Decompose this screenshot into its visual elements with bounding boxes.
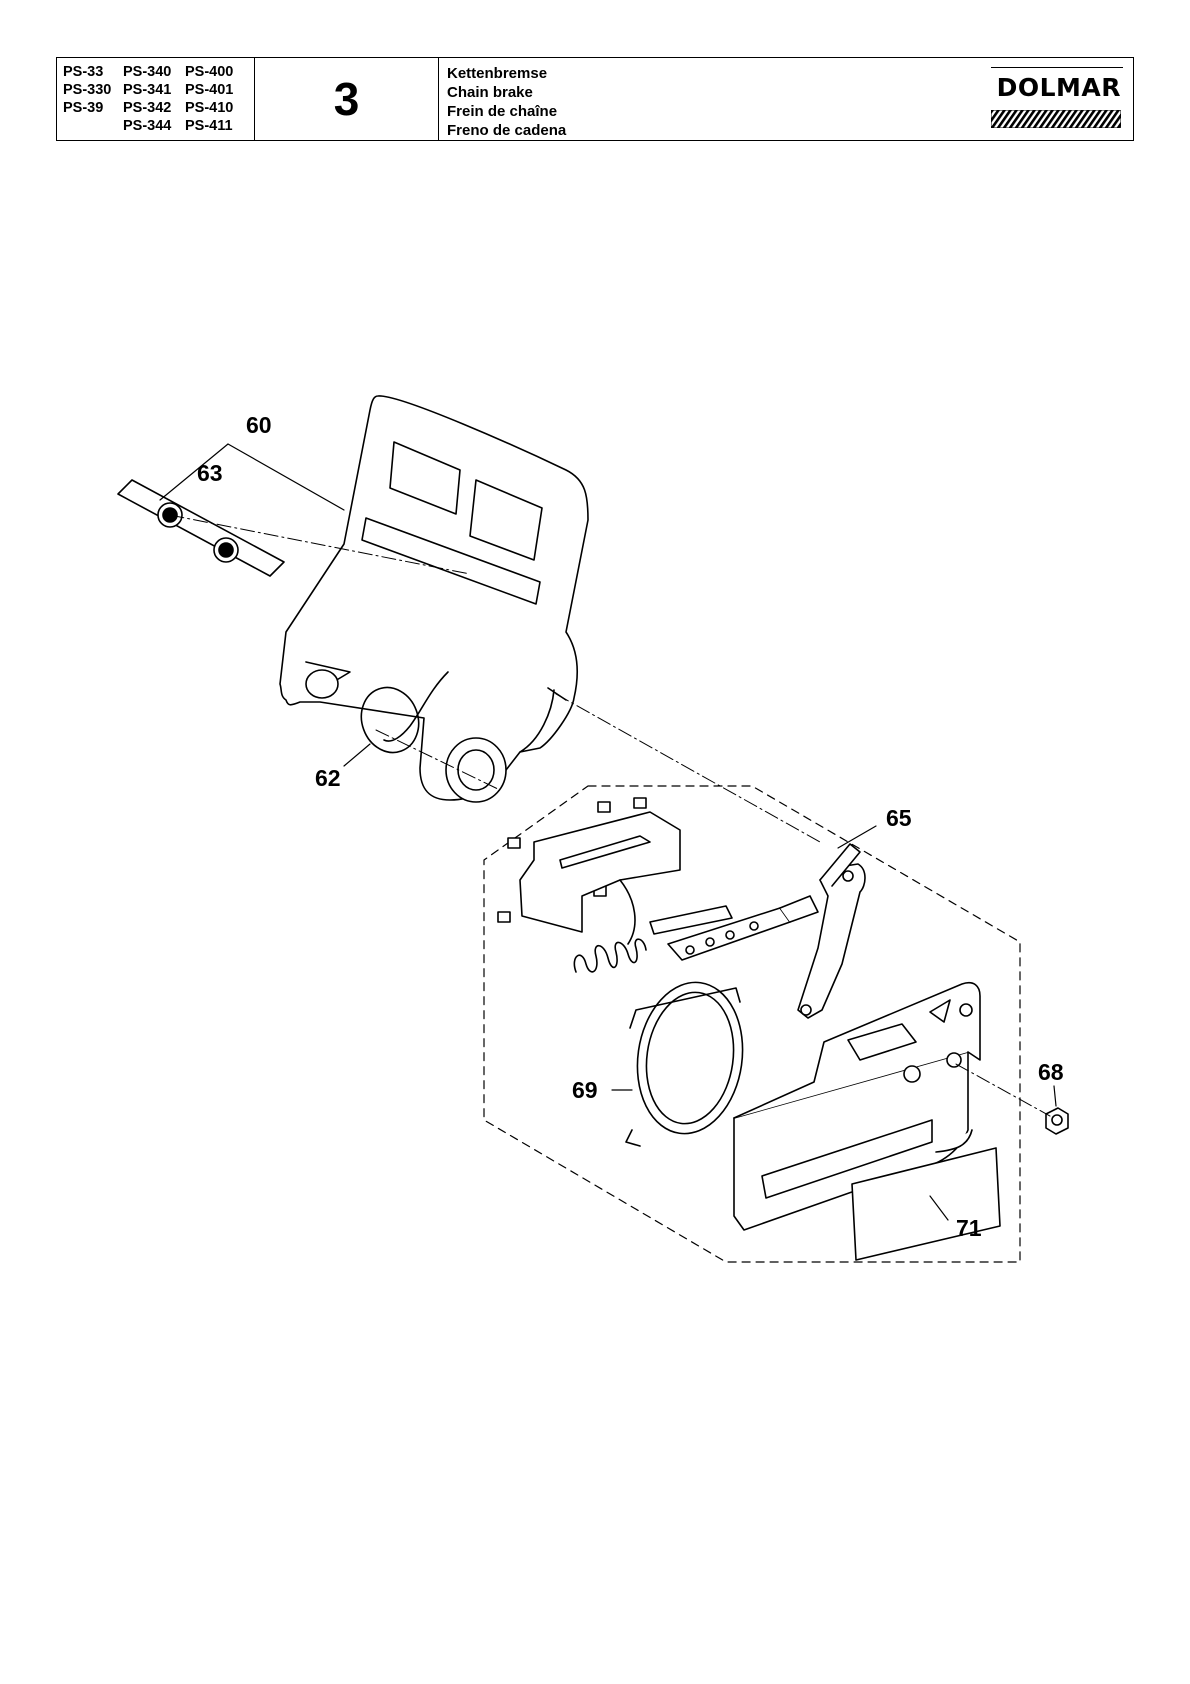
brand-name: DOLMAR <box>996 73 1121 102</box>
model-label: PS-330 <box>63 82 112 98</box>
brake-bracket-part <box>519 811 681 945</box>
spring-part <box>360 671 449 754</box>
title-french: Frein de chaîne <box>447 103 558 120</box>
hand-guard-part <box>279 395 589 803</box>
section-titles: Kettenbremse Chain brake Frein de chaîne… <box>439 58 983 140</box>
leader-lines <box>159 443 1057 1221</box>
brake-link-part <box>667 895 819 961</box>
model-list: PS-33 PS-340 PS-400 PS-330 PS-341 PS-401… <box>57 58 255 140</box>
model-label: PS-400 <box>185 64 234 80</box>
warning-label-part <box>117 479 285 577</box>
rating-plate-part <box>851 1147 1001 1261</box>
title-german: Kettenbremse <box>447 65 548 82</box>
logo-hatch-icon <box>991 110 1121 128</box>
title-english: Chain brake <box>447 84 533 101</box>
model-label: PS-342 <box>123 100 172 116</box>
brake-band-part <box>625 981 744 1147</box>
callout-71: 71 <box>956 1215 982 1241</box>
callout-65: 65 <box>886 805 912 831</box>
logo-rule <box>991 67 1123 68</box>
model-label: PS-410 <box>185 100 234 116</box>
callout-60: 60 <box>246 412 272 438</box>
model-label: PS-340 <box>123 64 172 80</box>
model-label: PS-341 <box>123 82 172 98</box>
brake-plate-part <box>649 905 733 935</box>
callout-69: 69 <box>572 1077 598 1103</box>
brand-logo: DOLMAR <box>983 58 1133 140</box>
model-label: PS-344 <box>123 118 172 134</box>
callout-68: 68 <box>1038 1059 1064 1085</box>
model-label: PS-39 <box>63 100 104 116</box>
section-number: 3 <box>255 58 439 140</box>
model-label: PS-33 <box>63 64 104 80</box>
callout-63: 63 <box>197 460 223 486</box>
title-spanish: Freno de cadena <box>447 122 567 139</box>
nut-part <box>1045 1107 1069 1135</box>
assembly-axis-lines <box>169 514 1051 1117</box>
callout-62: 62 <box>315 765 341 791</box>
assembly-outline <box>483 785 1021 1263</box>
model-label: PS-401 <box>185 82 234 98</box>
actuating-lever-part <box>797 843 866 1019</box>
brake-spring-part <box>573 938 647 973</box>
model-label: PS-411 <box>185 118 233 134</box>
title-block: PS-33 PS-340 PS-400 PS-330 PS-341 PS-401… <box>56 57 1134 141</box>
